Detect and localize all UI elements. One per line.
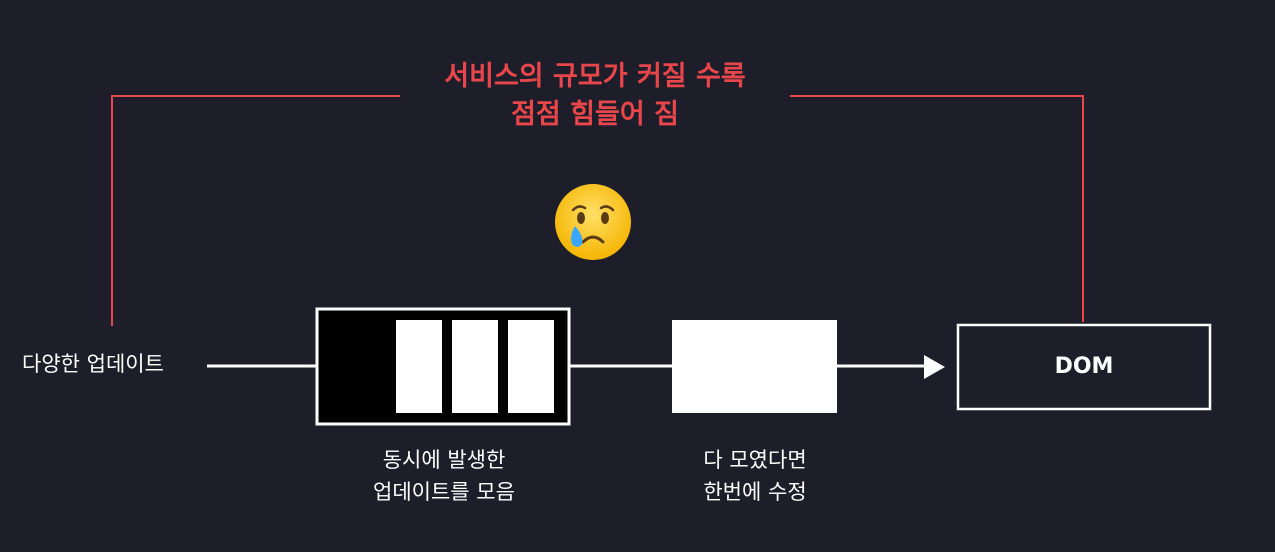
queue-caption: 동시에 발생한 업데이트를 모음	[330, 444, 558, 508]
queue-slot-2	[452, 320, 498, 413]
bracket-left-line	[111, 95, 400, 326]
queue-slot-3	[508, 320, 554, 413]
queue-box	[315, 307, 571, 426]
batch-box	[672, 320, 837, 413]
dom-box	[956, 323, 1212, 411]
title-line-2: 점점 힘들어 짐	[511, 99, 679, 130]
crying-face-icon	[555, 184, 631, 260]
batch-caption-line-2: 한번에 수정	[703, 480, 807, 504]
queue-caption-line-1: 동시에 발생한	[382, 448, 506, 472]
batch-caption: 다 모였다면 한번에 수정	[655, 444, 855, 508]
title-line-1: 서비스의 규모가 커질 수록	[444, 61, 746, 92]
batch-caption-line-1: 다 모였다면	[703, 448, 807, 472]
arrow-head-icon	[924, 355, 945, 379]
queue-caption-line-2: 업데이트를 모음	[373, 480, 515, 504]
dom-label: DOM	[1054, 354, 1114, 379]
source-label: 다양한 업데이트	[22, 352, 164, 376]
bracket-right-line	[790, 95, 1084, 322]
diagram-title: 서비스의 규모가 커질 수록 점점 힘들어 짐	[395, 58, 795, 134]
queue-slot-1	[396, 320, 442, 413]
